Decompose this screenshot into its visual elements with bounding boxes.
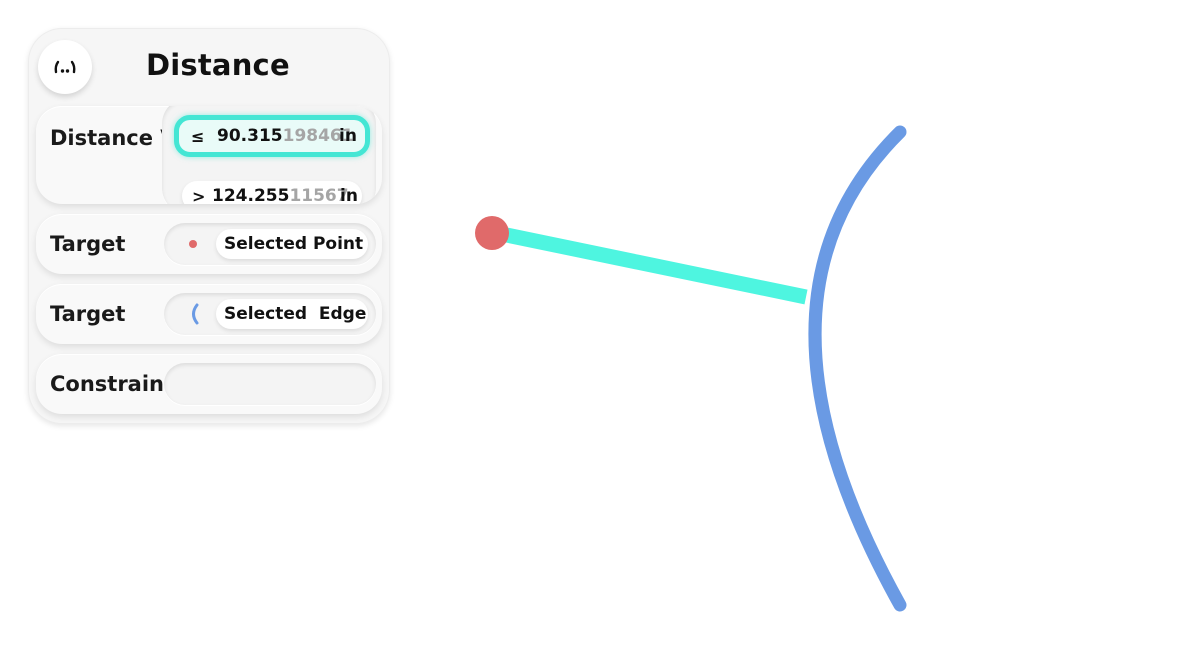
panel-header: Distance <box>28 28 390 106</box>
distance-value-row: Distance V ≤ 90.315198461 in > 124.25511… <box>36 106 382 204</box>
arc-icon <box>192 303 199 325</box>
distance-condition-1[interactable]: ≤ 90.315198461 in <box>174 115 370 157</box>
point-icon <box>189 240 197 248</box>
target-edge-value: Selected Edge <box>224 304 367 324</box>
constrain-label: Constrain <box>50 372 165 396</box>
constrain-row: Constrain <box>36 354 382 414</box>
distance-condition-2[interactable]: > 124.25511567 in <box>182 181 362 204</box>
selected-point[interactable] <box>475 216 509 250</box>
condition-2-value-dim: 11567 <box>289 186 349 204</box>
measure-button[interactable] <box>38 40 92 94</box>
measure-icon <box>54 60 76 74</box>
distance-measure-line <box>490 224 808 305</box>
condition-2-operator: > <box>192 186 206 205</box>
constrain-input[interactable] <box>164 363 376 405</box>
target-point-value: Selected Point <box>224 234 364 254</box>
target-point-selector[interactable]: Selected Point <box>216 229 368 259</box>
condition-1-value-main: 90.315 <box>217 126 283 146</box>
target-edge-selector[interactable]: Selected Edge <box>216 299 368 329</box>
target-edge-label: Target <box>50 302 126 326</box>
distance-value-label: Distance V <box>50 126 177 150</box>
condition-1-value-dim: 198461 <box>282 126 354 146</box>
target-point-row: Target Selected Point <box>36 214 382 274</box>
panel-title: Distance <box>146 48 290 82</box>
distance-panel: Distance Distance V ≤ 90.315198461 in > … <box>28 28 390 424</box>
condition-1-unit: in <box>339 126 357 146</box>
selected-edge-arc[interactable] <box>808 125 907 612</box>
condition-1-operator: ≤ <box>191 126 205 146</box>
condition-2-unit: in <box>340 186 358 204</box>
condition-2-value-main: 124.255 <box>212 186 290 204</box>
target-point-label: Target <box>50 232 126 256</box>
target-edge-row: Target Selected Edge <box>36 284 382 344</box>
